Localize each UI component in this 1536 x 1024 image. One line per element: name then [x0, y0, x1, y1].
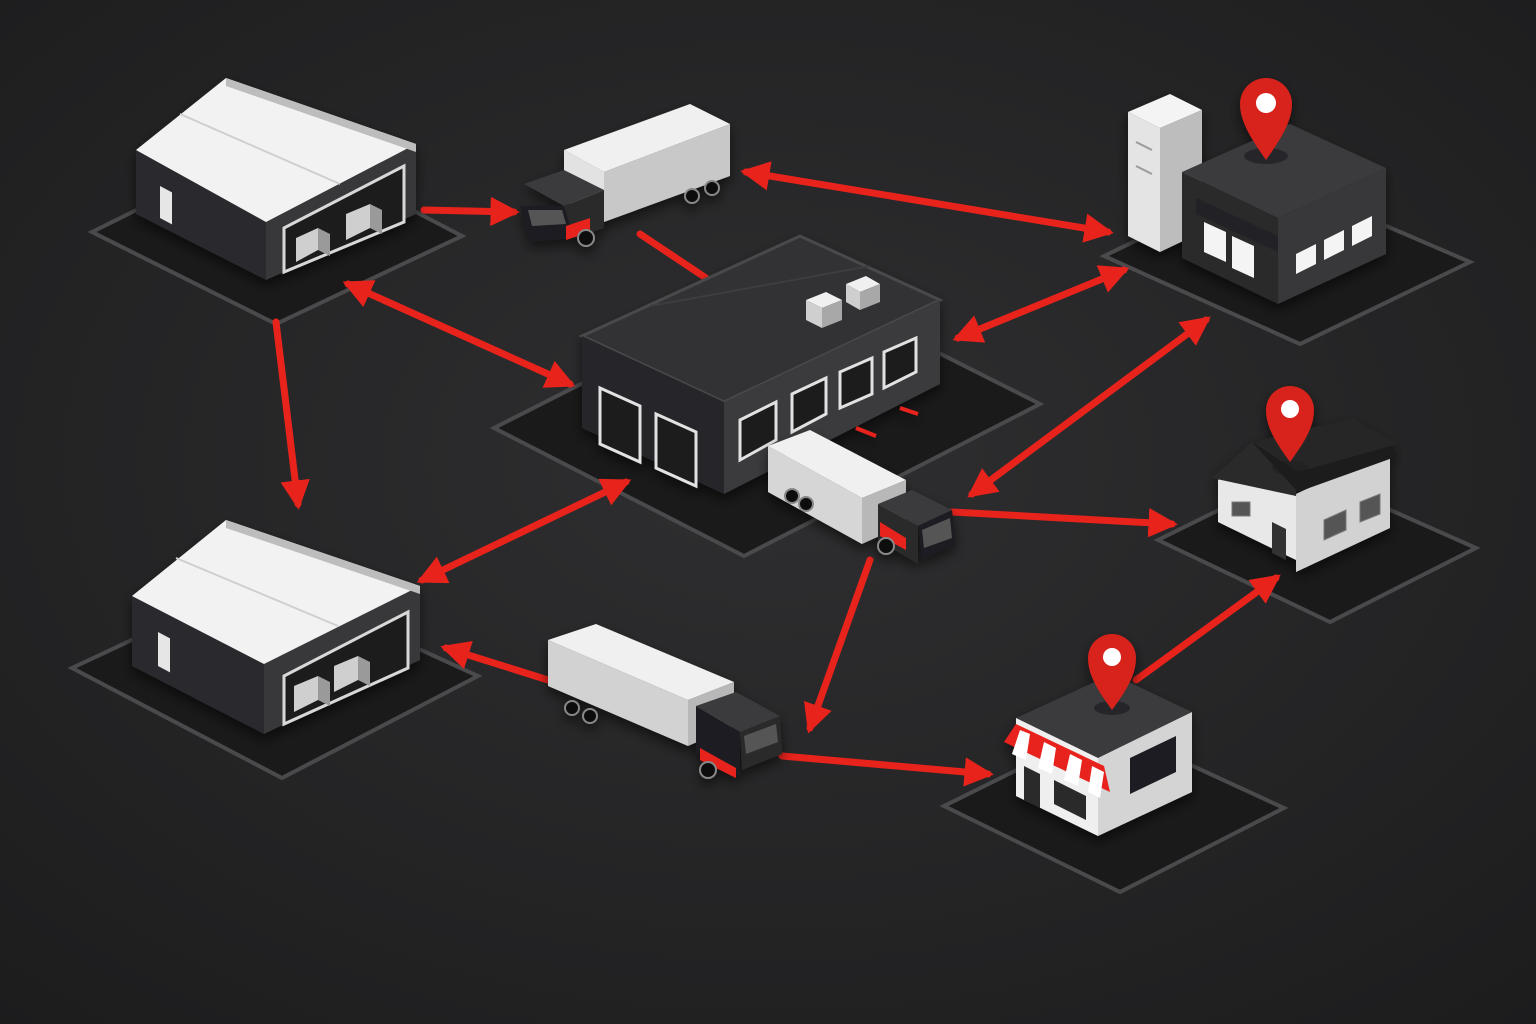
office-building-icon — [1128, 78, 1386, 304]
arrow-truck-center-office — [967, 316, 1211, 498]
arrow-truck-center-truck-bottom — [804, 556, 874, 734]
truck-icon — [768, 430, 956, 564]
arrow-truck-top-dc-link — [636, 230, 710, 282]
arrow-dc-warehouse-bottom — [416, 478, 632, 584]
house-icon — [1212, 386, 1398, 572]
arrow-truck-top-office — [740, 161, 1114, 243]
arrow-truck-bottom-store — [778, 752, 994, 787]
arrow-store-house — [1132, 574, 1281, 684]
store-icon — [1004, 634, 1192, 836]
arrow-truck-bottom-warehouse — [440, 641, 552, 684]
arrow-truck-center-house — [948, 508, 1178, 538]
location-pin-icon — [1240, 78, 1292, 164]
location-pin-icon — [1266, 386, 1314, 475]
warehouse-icon — [132, 520, 420, 734]
route-arrows — [272, 161, 1281, 787]
warehouse-icon — [136, 78, 416, 280]
truck-icon — [548, 624, 782, 779]
arrow-warehouse-top-to-bottom — [272, 318, 310, 510]
arrow-warehouse-to-truck-top — [420, 196, 520, 227]
arrow-warehouse-dc — [342, 280, 576, 388]
location-pin-icon — [1088, 634, 1136, 715]
distribution-center-icon — [578, 234, 944, 494]
truck-icon — [520, 104, 730, 247]
